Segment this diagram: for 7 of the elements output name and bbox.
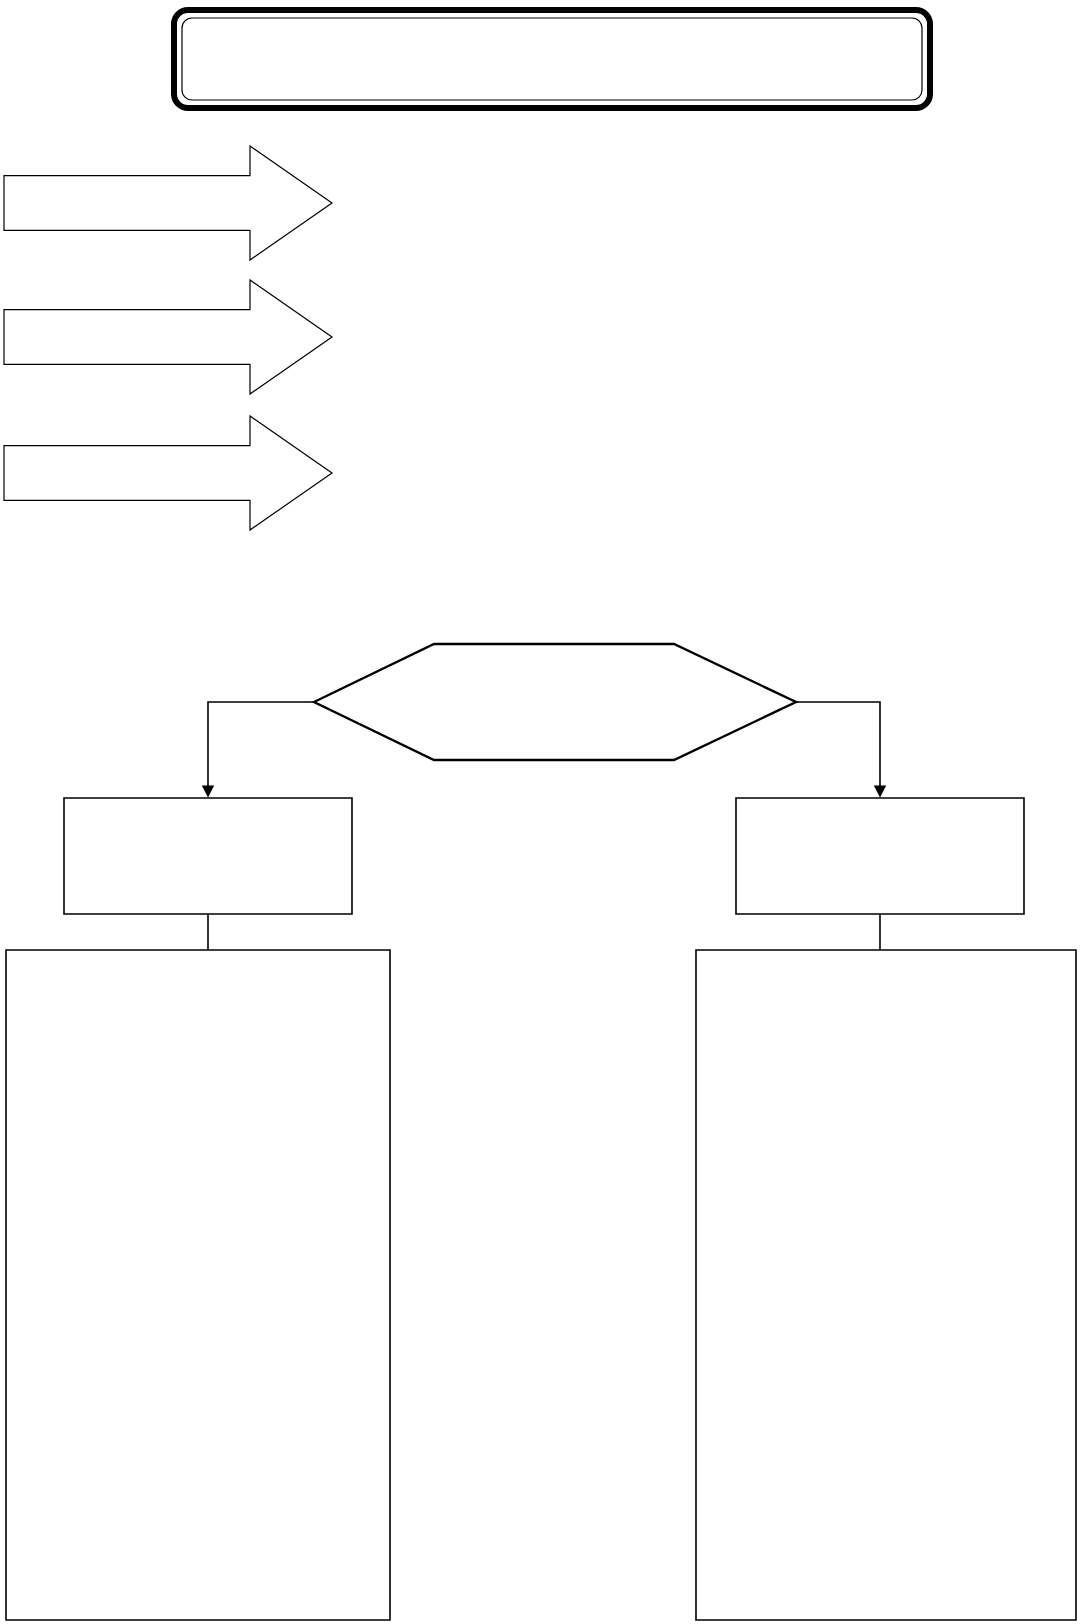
process-box bbox=[63, 797, 353, 915]
title-banner bbox=[171, 7, 933, 111]
process-box bbox=[735, 797, 1025, 915]
process-box bbox=[5, 949, 391, 1621]
connector bbox=[207, 913, 209, 951]
process-box bbox=[695, 949, 1077, 1621]
connector bbox=[879, 913, 881, 951]
